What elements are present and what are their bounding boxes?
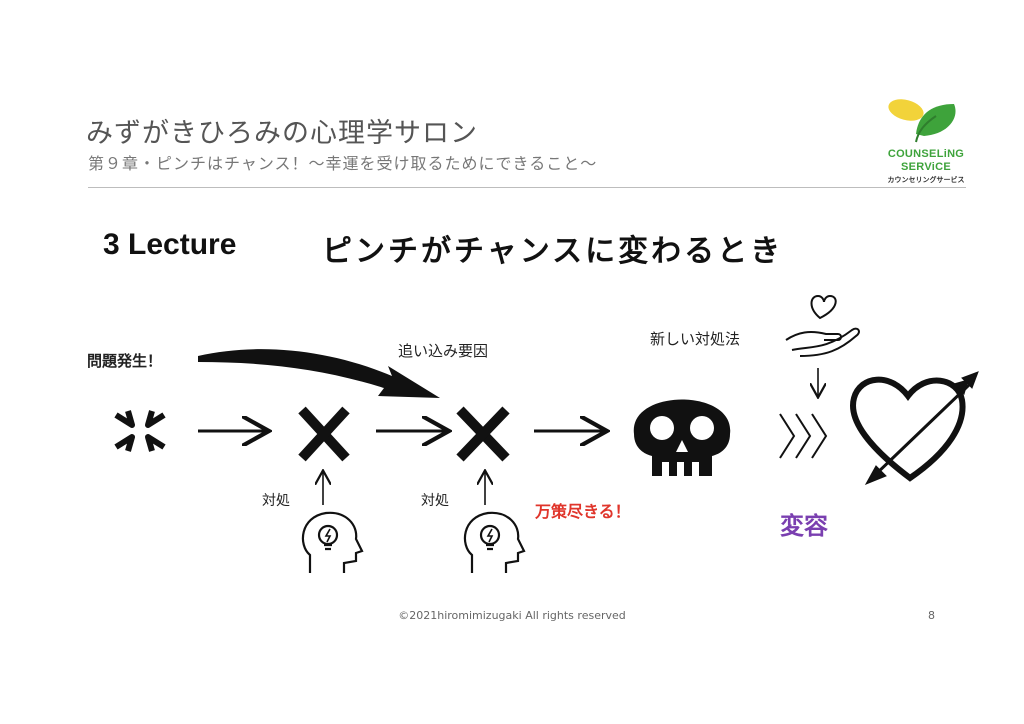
skull-icon [633,399,731,476]
problem-label: 問題発生！ [87,352,163,370]
big-curved-arrow-icon [198,349,440,398]
head-lightbulb-icon [301,511,364,573]
head-lightbulb-icon [463,511,526,573]
header-divider [88,187,966,188]
chapter-title: 第９章・ピンチはチャンス！～幸運を受け取るためにできること～ [88,154,598,173]
copyright-footer: ©2021hiromimizugaki All rights reserved [398,609,626,622]
heart-in-hand-icon [785,294,860,357]
lecture-title: ピンチがチャンスに変わるとき [322,234,784,269]
new-coping-label: 新しい対処法 [650,330,741,348]
cross-icon [298,406,350,462]
leaf-logo-icon [888,99,956,143]
anger-icon [114,410,166,452]
cross-icon [456,406,510,462]
cornering-factor-label: 追い込み要因 [398,342,489,360]
coping-label-2: 対処 [421,493,449,509]
heart-arrow-icon [850,376,966,482]
transformation-label: 変容 [780,512,828,540]
counseling-service-logo: COUNSELiNG SERViCE カウンセリングサービス [878,96,978,186]
coping-label-1: 対処 [262,493,290,509]
logo-text-line2: SERViCE [901,161,951,173]
chevrons-icon [779,413,828,459]
lecture-number: 3 Lecture [103,228,237,261]
arrow-through-heart-icon [864,371,979,485]
logo-text-line1: COUNSELiNG [887,148,965,160]
logo-text-line3: カウンセリングサービス [887,176,965,184]
page-number: 8 [928,609,935,622]
salon-title: みずがきひろみの心理学サロン [86,118,478,149]
exhausted-label: 万策尽きる！ [535,502,631,521]
